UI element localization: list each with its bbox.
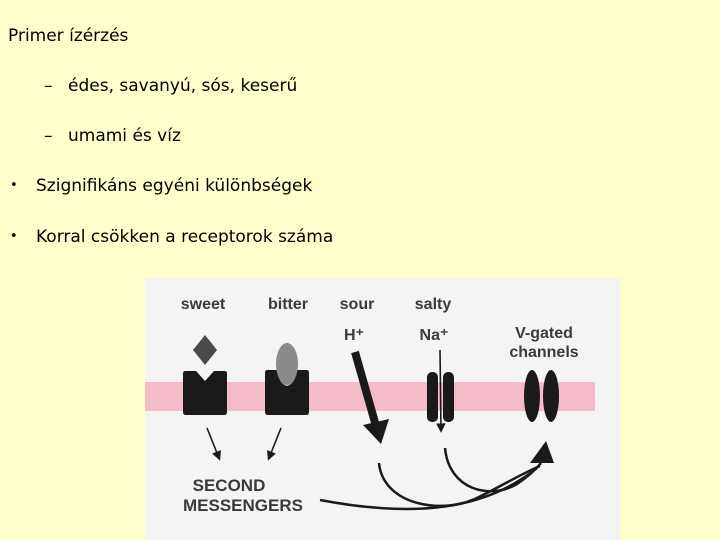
bullet-marker: • [10, 229, 36, 244]
taste-transduction-diagram: sweet bitter sour salty H⁺ Na⁺ V-gated c… [145, 278, 620, 540]
sub-item-tastes: –édes, savanyú, sós, keserű [44, 76, 297, 96]
label-na-ion: Na⁺ [420, 327, 449, 344]
bullet-receptor-decline: •Korral csökken a receptorok száma [10, 227, 333, 247]
label-sweet: sweet [181, 296, 226, 313]
vgated-arrow-head [530, 441, 554, 463]
vgated-channel-left [524, 370, 540, 422]
label-vgated-line2: channels [509, 344, 578, 361]
sub-item-label: édes, savanyú, sós, keserű [68, 76, 297, 96]
sweet-to-messenger-arrow [207, 428, 219, 458]
dash-marker: – [44, 76, 68, 96]
sour-arrow-head [363, 419, 389, 444]
label-sour: sour [340, 296, 375, 313]
salty-channel-right [443, 372, 454, 422]
taste-transduction-figure: sweet bitter sour salty H⁺ Na⁺ V-gated c… [145, 278, 620, 540]
sweet-ligand-diamond [193, 335, 217, 365]
dash-marker: – [44, 126, 68, 146]
label-h-ion: H⁺ [344, 327, 364, 344]
sodium-arrow [440, 350, 441, 430]
bitter-ligand [276, 343, 298, 385]
bullet-label: Korral csökken a receptorok száma [36, 227, 333, 247]
bitter-to-messenger-arrow [269, 428, 281, 458]
label-second: SECOND [193, 476, 266, 495]
sub-item-umami: –umami és víz [44, 126, 181, 146]
bullet-label: Szignifikáns egyéni különbségek [36, 176, 312, 196]
vgated-channel-right [543, 370, 559, 422]
label-salty: salty [415, 296, 452, 313]
label-bitter: bitter [268, 296, 308, 313]
label-messengers: MESSENGERS [183, 496, 303, 515]
label-vgated-line1: V-gated [515, 325, 573, 342]
sub-item-label: umami és víz [68, 126, 181, 146]
slide-title: Primer ízérzés [8, 26, 128, 46]
salty-to-channel-curve [445, 448, 541, 491]
bullet-individual-differences: •Szignifikáns egyéni különbségek [10, 176, 312, 196]
bullet-marker: • [10, 178, 36, 193]
salty-channel-left [427, 372, 438, 422]
sweet-receptor [183, 371, 227, 415]
